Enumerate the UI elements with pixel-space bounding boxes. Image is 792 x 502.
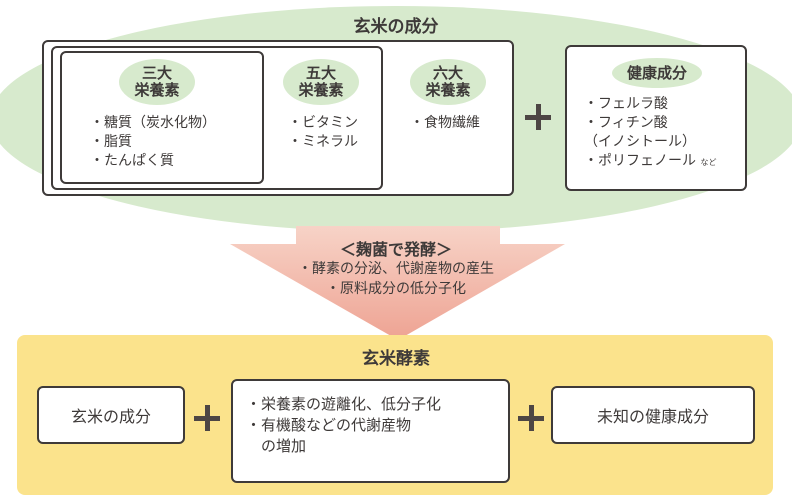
heading-line: 栄養素 (425, 81, 471, 99)
heading-line: 五大 (305, 64, 336, 82)
heading-line: 栄養素 (134, 81, 180, 99)
list-item: ・たんぱく質 (90, 153, 174, 169)
list-item-text: ・ポリフェノール (584, 153, 696, 169)
fermentation-title: ＜麹菌で発酵＞ (339, 240, 452, 259)
top-section-title: 玄米の成分 (353, 17, 439, 37)
list-item: ・有機酸などの代謝産物 (246, 416, 412, 434)
health-components-heading: 健康成分 (612, 58, 702, 88)
list-item: ・脂質 (90, 134, 132, 150)
fermentation-list: ・酵素の分泌、代謝産物の産生 ・原料成分の低分子化 (246, 259, 546, 299)
list-item: ・食物繊維 (410, 115, 480, 131)
fermentation-effects-box (231, 379, 510, 483)
etc-suffix: など (700, 158, 717, 167)
health-components-list: ・フェルラ酸 ・フィチン酸 （イノシトール） ・ポリフェノール など (584, 95, 716, 172)
unknown-health-components-box: 未知の健康成分 (551, 386, 755, 444)
six-nutrients-heading: 六大 栄養素 (410, 59, 486, 105)
five-nutrients-heading: 五大 栄養素 (283, 59, 359, 105)
plus-icon (518, 405, 544, 431)
list-item: ・栄養素の遊離化、低分子化 (246, 395, 442, 413)
list-item: ・ミネラル (288, 134, 358, 150)
six-nutrients-list: ・食物繊維 (410, 114, 480, 133)
five-nutrients-list: ・ビタミン ・ミネラル (288, 114, 358, 152)
three-nutrients-heading: 三大 栄養素 (119, 59, 195, 105)
list-item: ・酵素の分泌、代謝産物の産生 (298, 261, 494, 277)
list-item: ・フィチン酸 (584, 115, 668, 131)
heading-line: 栄養素 (298, 81, 344, 99)
list-item: ・フェルラ酸 (584, 96, 668, 112)
plus-icon (525, 104, 551, 130)
bottom-section-title: 玄米酵素 (362, 349, 430, 369)
fermentation-effects-list: ・栄養素の遊離化、低分子化 ・有機酸などの代謝産物 の増加 (246, 394, 441, 457)
list-item: ・ポリフェノール など (584, 152, 716, 172)
list-item: （イノシトール） (584, 134, 696, 150)
list-item: の増加 (246, 437, 307, 455)
list-item: ・ビタミン (288, 115, 358, 131)
heading-line: 三大 (141, 64, 172, 82)
heading-line: 六大 (432, 64, 463, 82)
list-item: ・糖質（炭水化物） (90, 115, 216, 131)
three-nutrients-list: ・糖質（炭水化物） ・脂質 ・たんぱく質 (90, 114, 216, 171)
plus-icon (194, 405, 220, 431)
genmai-components-box: 玄米の成分 (37, 386, 185, 444)
list-item: ・原料成分の低分子化 (326, 281, 466, 297)
